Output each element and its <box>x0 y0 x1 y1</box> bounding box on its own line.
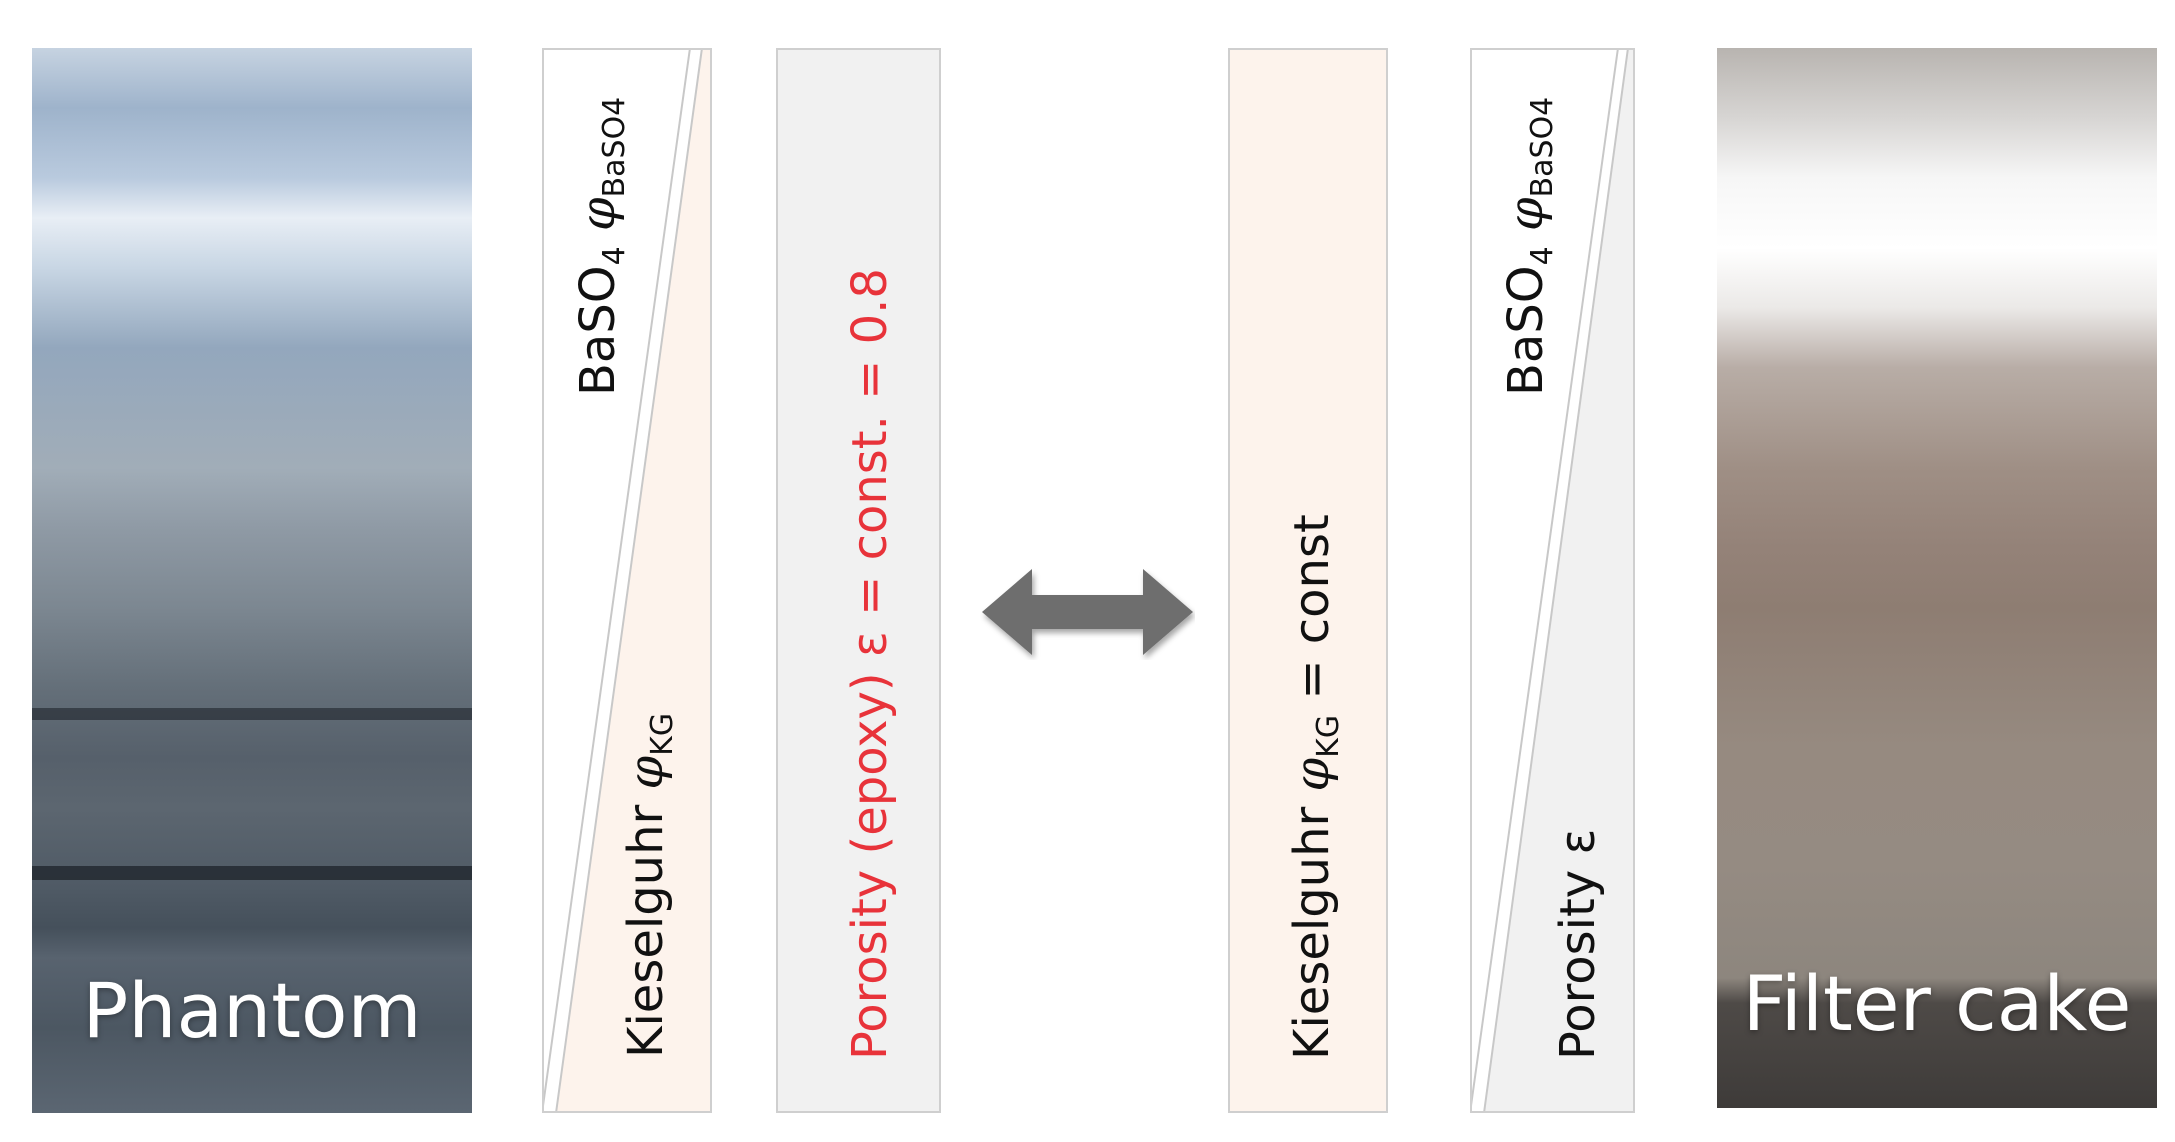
baso4-label-right: BaSO4 φBaSO4 <box>1498 96 1560 396</box>
filter-cake-caption: Filter cake <box>1742 959 2132 1048</box>
baso4-label-left: BaSO4 φBaSO4 <box>570 96 632 396</box>
filter-cake-photo: Filter cake <box>1717 48 2157 1108</box>
baso4-kieselguhr-wedge-panel: BaSO4 φBaSO4 Kieselguhr φKG <box>542 48 712 1113</box>
double-headed-arrow-icon <box>982 569 1193 655</box>
wedge-split-graphic-right <box>1470 48 1635 1113</box>
porosity-constant-label: Porosity (epoxy) ε = const. = 0.8 <box>842 268 898 1060</box>
porosity-label-right: Porosity ε <box>1550 828 1606 1060</box>
baso4-porosity-wedge-panel: BaSO4 φBaSO4 Porosity ε <box>1470 48 1635 1113</box>
porosity-constant-panel: Porosity (epoxy) ε = const. = 0.8 <box>776 48 941 1113</box>
wedge-split-graphic <box>542 48 712 1113</box>
kieselguhr-constant-panel: Kieselguhr φKG = const <box>1228 48 1388 1113</box>
phantom-caption: Phantom <box>82 966 422 1055</box>
kieselguhr-constant-label: Kieselguhr φKG = const <box>1284 514 1346 1060</box>
kieselguhr-label-left: Kieselguhr φKG <box>618 712 680 1058</box>
phantom-photo: Phantom <box>32 48 472 1113</box>
